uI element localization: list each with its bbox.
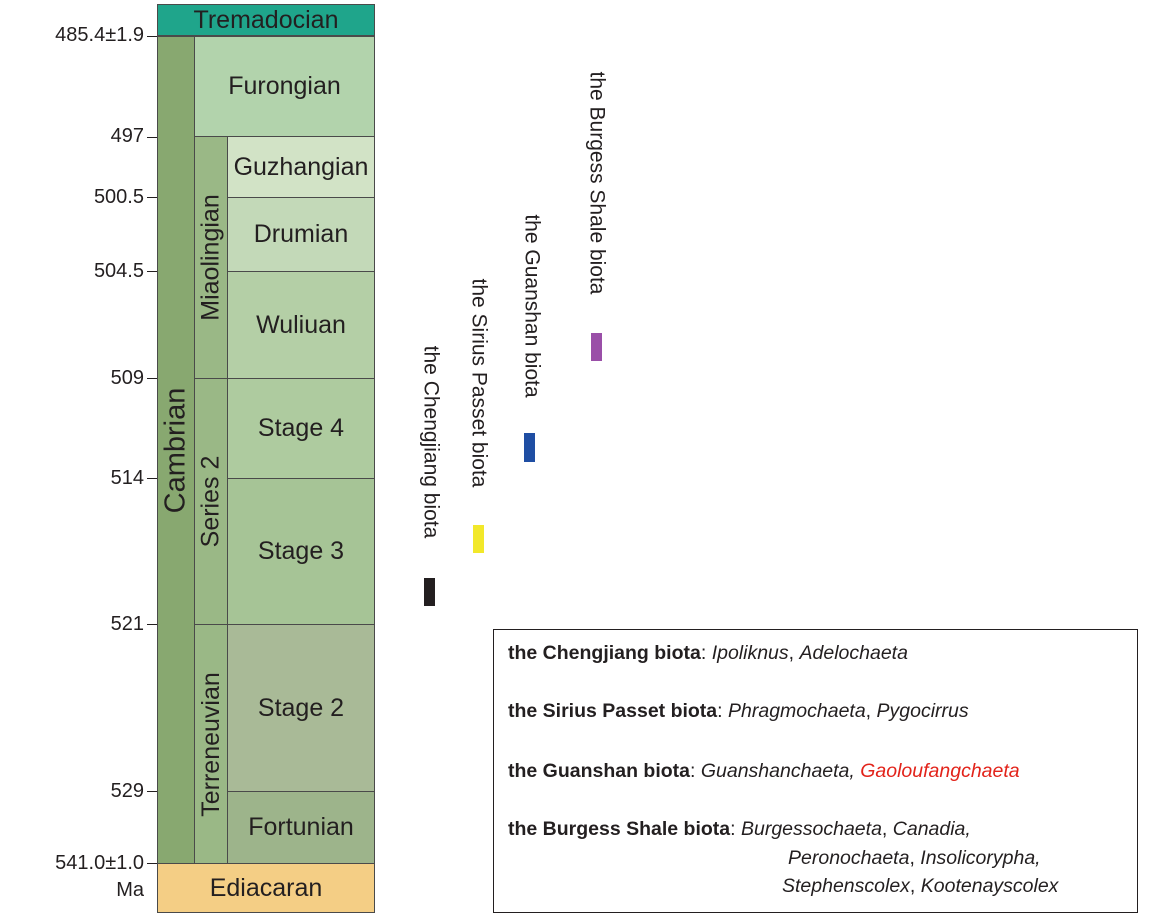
legend-comma: ,	[865, 700, 877, 722]
legend-genus: Peronochaeta	[788, 847, 910, 869]
fortunian-label: Fortunian	[248, 813, 354, 841]
burgess-label-wrap: the Burgess Shale biota	[476, 72, 716, 295]
legend-separator: :	[717, 700, 728, 722]
legend-genus: Pygocirrus	[876, 700, 969, 722]
legend-genus: Guanshanchaeta,	[700, 760, 855, 782]
series2-box: Series 2	[194, 378, 228, 625]
furongian-box: Furongian	[194, 36, 375, 137]
legend-comma: ,	[788, 642, 800, 664]
age-label: 504.5	[93, 260, 144, 282]
wuliuan-box: Wuliuan	[227, 271, 375, 379]
legend-comma: ,	[909, 875, 921, 897]
age-tick	[147, 271, 157, 272]
guanshan-biota-label: the Guanshan biota	[521, 214, 544, 398]
age-label: 529	[110, 780, 144, 802]
stage3-label: Stage 3	[257, 537, 345, 565]
legend-genus: Phragmochaeta	[728, 700, 866, 722]
chengjiang-label-wrap: the Chengjiang biota	[330, 346, 530, 539]
legend-row-burgess-shale: the Burgess Shale biota: Burgessochaeta,…	[508, 818, 971, 841]
ediacaran-label: Ediacaran	[209, 873, 323, 902]
tremadocian-box: Tremadocian	[157, 4, 375, 36]
age-tick	[147, 624, 157, 625]
age-tick	[147, 791, 157, 792]
guanshan-label-wrap: the Guanshan biota	[427, 214, 637, 397]
age-label: 509	[110, 367, 144, 389]
age-tick	[147, 478, 157, 479]
legend-comma: ,	[881, 818, 893, 840]
guzhangian-box: Guzhangian	[227, 136, 375, 198]
miaolingian-box: Miaolingian	[194, 136, 228, 379]
age-tick	[147, 378, 157, 379]
legend-genus: Kootenayscolex	[920, 875, 1059, 897]
legend-separator: :	[700, 642, 712, 664]
legend-genus: Adelochaeta	[799, 642, 908, 664]
age-label: 514	[110, 467, 144, 489]
sirius-passet-biota-bar	[473, 525, 484, 553]
wuliuan-label: Wuliuan	[256, 310, 346, 339]
legend-separator: :	[690, 760, 701, 782]
sirius-label-wrap: the Sirius Passet biota	[348, 279, 608, 488]
tremadocian-label: Tremadocian	[193, 5, 339, 34]
stage4-label: Stage 4	[257, 414, 345, 442]
drumian-label: Drumian	[253, 220, 349, 248]
miaolingian-label: Miaolingian	[196, 194, 225, 321]
age-tick	[147, 197, 157, 198]
legend-genus: Insolicorypha,	[920, 847, 1041, 869]
age-tick	[147, 137, 157, 138]
series2-label: Series 2	[196, 455, 225, 548]
legend-genus: Stephenscolex	[782, 875, 910, 897]
legend-genus: Ipoliknus	[711, 642, 789, 664]
fortunian-box: Fortunian	[227, 791, 375, 864]
legend-row-sirius-passet: the Sirius Passet biota: Phragmochaeta, …	[508, 700, 969, 723]
legend-genus: Burgessochaeta	[740, 818, 882, 840]
cambrian-label: Cambrian	[159, 387, 192, 513]
furongian-label: Furongian	[228, 72, 341, 100]
terreneuvian-label: Terreneuvian	[196, 671, 225, 817]
age-label: 497	[110, 125, 144, 147]
age-tick	[147, 36, 157, 37]
ediacaran-box: Ediacaran	[157, 863, 375, 913]
age-unit-label: Ma	[116, 879, 144, 901]
burgess-shale-biota-bar	[591, 333, 602, 361]
stage3-box: Stage 3	[227, 478, 375, 625]
age-tick	[147, 863, 157, 864]
cambrian-system-box: Cambrian	[157, 36, 195, 864]
legend-row-guanshan: the Guanshan biota: Guanshanchaeta, Gaol…	[508, 760, 1020, 783]
guzhangian-label: Guzhangian	[233, 152, 369, 181]
legend-row-burgess-shale-cont1: Peronochaeta, Insolicorypha,	[788, 847, 1041, 870]
stage2-box: Stage 2	[227, 624, 375, 792]
age-label: 500.5	[93, 186, 144, 208]
legend-genus-highlighted: Gaoloufangchaeta	[860, 760, 1020, 782]
drumian-box: Drumian	[227, 197, 375, 272]
legend-box: the Chengjiang biota: Ipoliknus, Adeloch…	[493, 629, 1138, 913]
legend-biota-name: the Chengjiang biota	[508, 642, 701, 664]
age-label: 521	[110, 613, 144, 635]
terreneuvian-box: Terreneuvian	[194, 624, 228, 864]
chengjiang-biota-bar	[424, 578, 435, 606]
legend-row-chengjiang: the Chengjiang biota: Ipoliknus, Adeloch…	[508, 642, 908, 665]
legend-row-burgess-shale-cont2: Stephenscolex, Kootenayscolex	[782, 875, 1058, 898]
stage4-box: Stage 4	[227, 378, 375, 479]
guanshan-biota-bar	[524, 433, 535, 462]
legend-comma: ,	[909, 847, 921, 869]
age-label: 541.0±1.0	[55, 852, 144, 874]
burgess-shale-biota-label: the Burgess Shale biota	[584, 71, 608, 295]
age-label: 485.4±1.9	[55, 24, 144, 46]
stage2-label: Stage 2	[257, 693, 345, 722]
legend-biota-name: the Burgess Shale biota	[508, 818, 731, 840]
legend-biota-name: the Guanshan biota	[508, 760, 691, 782]
legend-separator: :	[730, 818, 741, 840]
legend-genus: Canadia,	[892, 818, 971, 840]
legend-biota-name: the Sirius Passet biota	[508, 700, 718, 722]
